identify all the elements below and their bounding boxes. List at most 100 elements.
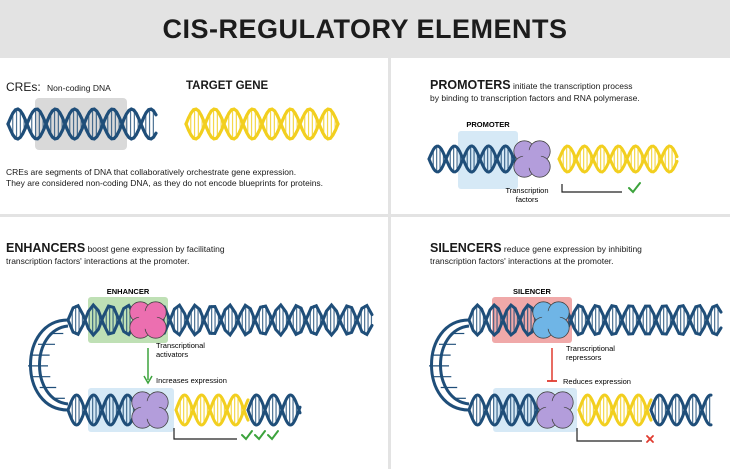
cres-title: CREs: xyxy=(6,80,41,94)
increases-expression-label: Increases expression xyxy=(156,376,227,385)
helix-strand-a xyxy=(427,144,523,174)
silencers-text: SILENCERS reduce gene expression by inhi… xyxy=(430,242,725,267)
check-mark-2 xyxy=(254,430,266,441)
activators-label-line-2: activators xyxy=(156,350,188,359)
promoters-text: PROMOTERS initiate the transcription pro… xyxy=(430,79,725,104)
enhancers-text-line-1: boost gene expression by facilitating xyxy=(87,244,225,254)
triple-check-icon xyxy=(241,430,279,441)
title-bar: CIS-REGULATORY ELEMENTS xyxy=(0,0,730,58)
tf-core xyxy=(522,149,542,169)
enhancers-text: ENHANCERS boost gene expression by facil… xyxy=(6,242,381,267)
enhancer-bottom-blue-helix xyxy=(66,393,142,427)
repressors-label-line-1: Transcriptional xyxy=(566,344,615,353)
check-mark-1 xyxy=(241,430,253,441)
silencer-top-helix xyxy=(467,302,723,338)
promoter-blue-helix xyxy=(427,144,523,174)
silencer-gene-bracket xyxy=(576,428,642,442)
cross-icon xyxy=(646,435,654,443)
enhancer-gene-bracket xyxy=(173,428,237,440)
enhancer-bottom-tail-helix xyxy=(246,393,302,427)
enhancer-top-helix xyxy=(66,302,374,338)
helix-strand-b xyxy=(6,107,158,141)
reduces-expression-label: Reduces expression xyxy=(563,377,631,386)
helix-strand-b xyxy=(246,393,302,427)
transcription-factor-complex xyxy=(513,140,551,178)
silencer-dna-loop xyxy=(429,318,470,412)
loop-strand-outer xyxy=(430,318,470,412)
target-gene-helix xyxy=(184,107,340,141)
transcription-factors-label-line-1: Transcription xyxy=(505,186,548,195)
helix-strand-b xyxy=(577,393,653,427)
helix-strand-b xyxy=(649,393,713,427)
check-mark-3 xyxy=(267,430,279,441)
vertical-divider xyxy=(388,58,391,469)
page-title: CIS-REGULATORY ELEMENTS xyxy=(162,13,568,44)
helix-strand-b xyxy=(66,302,374,338)
helix-strand-a xyxy=(577,393,653,427)
helix-strand-b xyxy=(427,144,523,174)
enhancer-box-label: ENHANCER xyxy=(107,287,150,296)
silencers-text-line-1: reduce gene expression by inhibiting xyxy=(503,244,642,254)
enhancer-dna-loop xyxy=(28,318,69,412)
enhancers-text-line-2: transcription factors' interactions at t… xyxy=(6,256,190,266)
enhancers-heading: ENHANCERS xyxy=(6,241,86,255)
helix-strand-b xyxy=(557,144,679,174)
cross-stroke-2 xyxy=(646,435,654,443)
check-icon xyxy=(628,182,641,194)
increase-arrow-head xyxy=(143,375,153,385)
helix-strand-b xyxy=(174,393,250,427)
promoter-yellow-helix xyxy=(557,144,679,174)
cres-description: CREs are segments of DNA that collaborat… xyxy=(6,167,381,189)
silencers-heading: SILENCERS xyxy=(430,241,502,255)
loop-strand-inner xyxy=(38,324,69,406)
silencer-diagram: SILENCER Transcriptional repressors Redu… xyxy=(429,287,723,443)
cres-heading: CREs: Non-coding DNA xyxy=(6,80,111,94)
helix-strand-a xyxy=(649,393,713,427)
loop-strand-inner xyxy=(439,324,470,406)
transcriptional-activator xyxy=(129,301,167,339)
loop-strand-outer xyxy=(29,318,69,412)
tf-core xyxy=(545,400,565,420)
cres-diagram xyxy=(6,98,340,150)
helix-strand-a xyxy=(246,393,302,427)
helix-strand-a xyxy=(467,302,723,338)
helix-strand-b xyxy=(66,393,142,427)
helix-strand-b xyxy=(467,393,543,427)
activators-label-line-1: Transcriptional xyxy=(156,341,205,350)
cres-subtitle: Non-coding DNA xyxy=(47,83,111,93)
cre-dna-helix xyxy=(6,107,158,141)
helix-strand-b xyxy=(184,107,340,141)
promoters-text-line-1: initiate the transcription process xyxy=(512,81,633,91)
promoter-box-label: PROMOTER xyxy=(466,120,510,129)
target-gene-label: TARGET GENE xyxy=(186,80,269,92)
transcription-factors-label-line-2: factors xyxy=(516,195,539,204)
helix-strand-b xyxy=(467,302,723,338)
silencers-text-line-2: transcription factors' interactions at t… xyxy=(430,256,614,266)
repressors-label-line-2: repressors xyxy=(566,353,602,362)
cres-description-line-1: CREs are segments of DNA that collaborat… xyxy=(6,167,297,177)
promoters-heading: PROMOTERS xyxy=(430,78,511,92)
promoters-text-line-2: by binding to transcription factors and … xyxy=(430,93,640,103)
activator-core xyxy=(138,310,158,330)
tf-core xyxy=(140,400,160,420)
helix-strand-a xyxy=(467,393,543,427)
enhancer-diagram: ENHANCER Transcriptional activators Incr… xyxy=(28,287,374,441)
silencer-box-label: SILENCER xyxy=(513,287,552,296)
horizontal-divider xyxy=(0,214,730,217)
silencer-bottom-yellow-helix xyxy=(577,393,653,427)
gene-bracket xyxy=(561,184,622,193)
cres-description-line-2: They are considered non-coding DNA, as t… xyxy=(6,178,324,188)
silencer-bottom-tail-helix xyxy=(649,393,713,427)
repressor-core xyxy=(541,310,561,330)
helix-strand-a xyxy=(174,393,250,427)
helix-strand-a xyxy=(6,107,158,141)
enhancer-transcription-factor xyxy=(131,391,169,429)
transcriptional-repressor xyxy=(532,301,570,339)
silencer-transcription-factor xyxy=(536,391,574,429)
enhancer-bottom-yellow-helix xyxy=(174,393,250,427)
helix-strand-a xyxy=(66,393,142,427)
helix-strand-a xyxy=(557,144,679,174)
silencer-bottom-blue-helix xyxy=(467,393,543,427)
promoter-diagram: PROMOTER Transcription factors xyxy=(427,120,679,204)
